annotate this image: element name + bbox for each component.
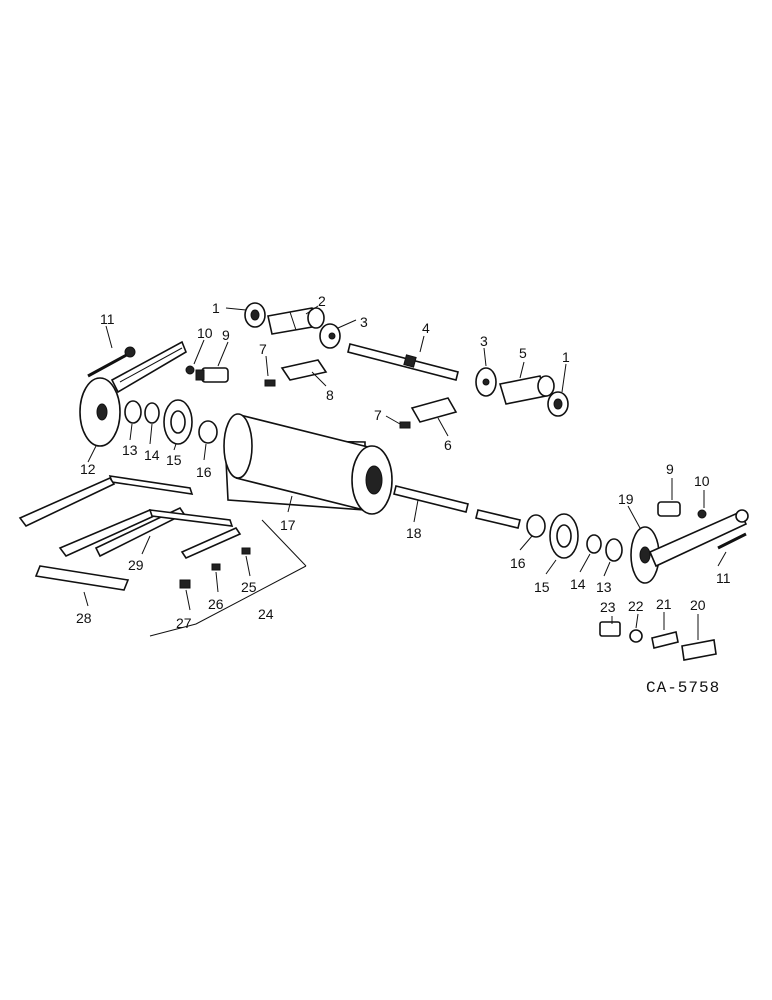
callout-4: 4 — [422, 320, 430, 336]
callout-26: 26 — [208, 596, 224, 612]
roller-shaft-drawing — [393, 485, 521, 529]
callout-9b: 9 — [666, 461, 674, 477]
callout-24: 24 — [258, 606, 274, 622]
callout-22: 22 — [628, 598, 644, 614]
callout-17: 17 — [280, 517, 296, 533]
callout-28: 28 — [76, 610, 92, 626]
callout-10b: 10 — [694, 473, 710, 489]
callout-7a: 7 — [259, 341, 267, 357]
callout-13a: 13 — [122, 442, 138, 458]
right-wheel-arm-drawing — [630, 501, 749, 584]
callout-15b: 15 — [534, 579, 550, 595]
callout-16b: 16 — [510, 555, 526, 571]
right-bushing-stack-drawing — [526, 513, 623, 562]
callout-9a: 9 — [222, 327, 230, 343]
callout-8: 8 — [326, 387, 334, 403]
stub-shaft-drawing — [267, 307, 325, 335]
small-hardware-drawing — [599, 621, 717, 661]
callout-2: 2 — [318, 293, 326, 309]
callout-11a: 11 — [100, 311, 115, 327]
left-wheel-arm-drawing — [79, 340, 187, 447]
left-bearing-drawing — [244, 302, 266, 328]
callout-20: 20 — [690, 597, 706, 613]
chain-slat-assembly-drawing — [18, 475, 307, 637]
callout-7b: 7 — [374, 407, 382, 423]
left-flange-drawing — [319, 323, 341, 349]
callout-18: 18 — [406, 525, 422, 541]
callout-27: 27 — [176, 615, 192, 631]
left-bolt-drawing — [185, 365, 229, 383]
left-bushing-stack-drawing — [124, 399, 218, 445]
callout-1a: 1 — [212, 300, 220, 316]
leader-lines — [83, 305, 727, 640]
callout-6: 6 — [444, 437, 452, 453]
callout-21: 21 — [656, 596, 672, 612]
callout-1b: 1 — [562, 349, 570, 365]
callout-23: 23 — [600, 599, 616, 615]
callout-15a: 15 — [166, 452, 182, 468]
callout-16a: 16 — [196, 464, 212, 480]
callout-14b: 14 — [570, 576, 586, 592]
callout-11b: 11 — [716, 570, 731, 586]
callout-10a: 10 — [197, 325, 213, 341]
callout-3a: 3 — [360, 314, 368, 330]
roller-drum-drawing — [223, 413, 393, 515]
bracket-drawings — [264, 359, 458, 429]
callout-25: 25 — [241, 579, 257, 595]
callout-5: 5 — [519, 345, 527, 361]
callout-19: 19 — [618, 491, 634, 507]
right-shaft-assembly-drawing — [475, 367, 569, 417]
callout-3b: 3 — [480, 333, 488, 349]
drawing-code: CA-5758 — [646, 679, 720, 697]
callout-12: 12 — [80, 461, 96, 477]
callout-14a: 14 — [144, 447, 160, 463]
long-shaft-drawing — [347, 343, 459, 381]
callout-29: 29 — [128, 557, 144, 573]
callout-13b: 13 — [596, 579, 612, 595]
